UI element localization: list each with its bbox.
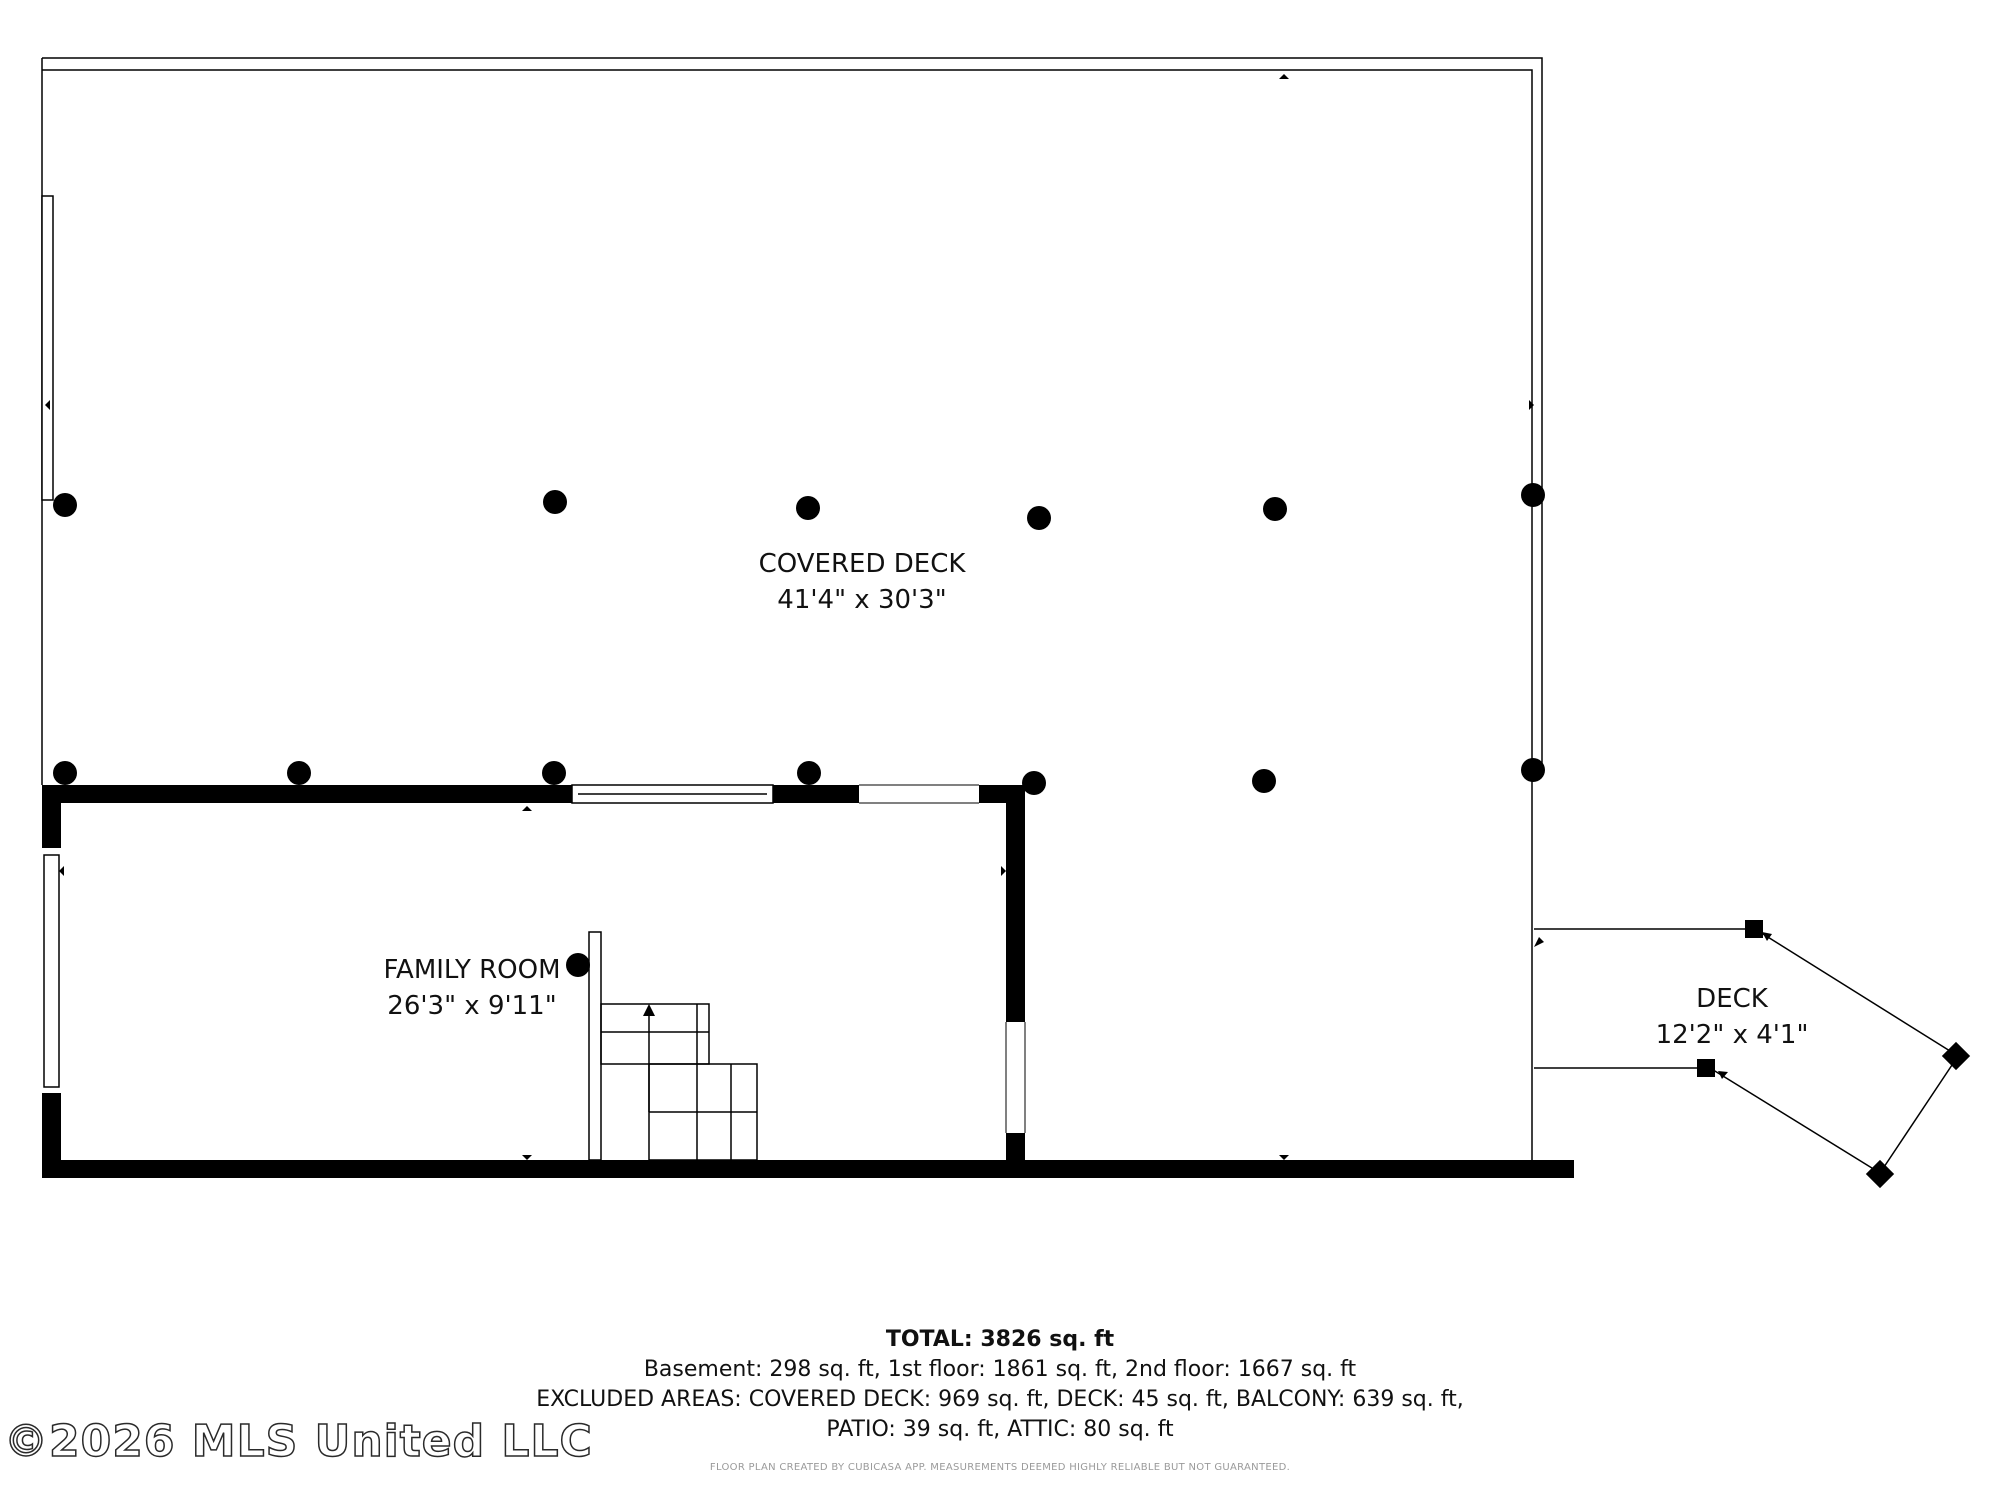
total-area: TOTAL: 3826 sq. ft: [0, 1327, 2000, 1352]
deck-posts: [53, 483, 1545, 977]
family-room-dimensions: 26'3" x 9'11": [387, 991, 556, 1021]
stair-arrow-icon: [643, 1004, 655, 1016]
excluded-areas-line-1: EXCLUDED AREAS: COVERED DECK: 969 sq. ft…: [536, 1387, 1464, 1412]
floor-areas-line: Basement: 298 sq. ft, 1st floor: 1861 sq…: [643, 1357, 1357, 1382]
door-openings: [859, 784, 1026, 1133]
dimension-markers: [45, 74, 1544, 1160]
deck-outline: [1534, 928, 1959, 1174]
deck-arrows: [1718, 932, 1772, 1079]
deck-window-left: [41, 195, 54, 501]
total-label: TOTAL:: [885, 1327, 973, 1352]
disclaimer-text: FLOOR PLAN CREATED BY CUBICASA APP. MEAS…: [709, 1462, 1291, 1473]
total-value: 3826 sq. ft: [980, 1327, 1115, 1352]
family-room-windows: [43, 784, 774, 1088]
excluded-areas-line-2: PATIO: 39 sq. ft, ATTIC: 80 sq. ft: [826, 1417, 1174, 1442]
covered-deck-name: COVERED DECK: [759, 549, 967, 579]
covered-deck-dimensions: 41'4" x 30'3": [777, 585, 946, 615]
deck-name: DECK: [1696, 984, 1769, 1014]
copyright-watermark: ©2026 MLS United LLC: [3, 1415, 593, 1468]
deck-posts-square: [1697, 920, 1971, 1189]
staircase: [588, 931, 758, 1161]
family-room-walls: [42, 785, 1574, 1178]
deck-dimensions: 12'2" x 4'1": [1656, 1020, 1809, 1050]
family-room-name: FAMILY ROOM: [383, 955, 560, 985]
